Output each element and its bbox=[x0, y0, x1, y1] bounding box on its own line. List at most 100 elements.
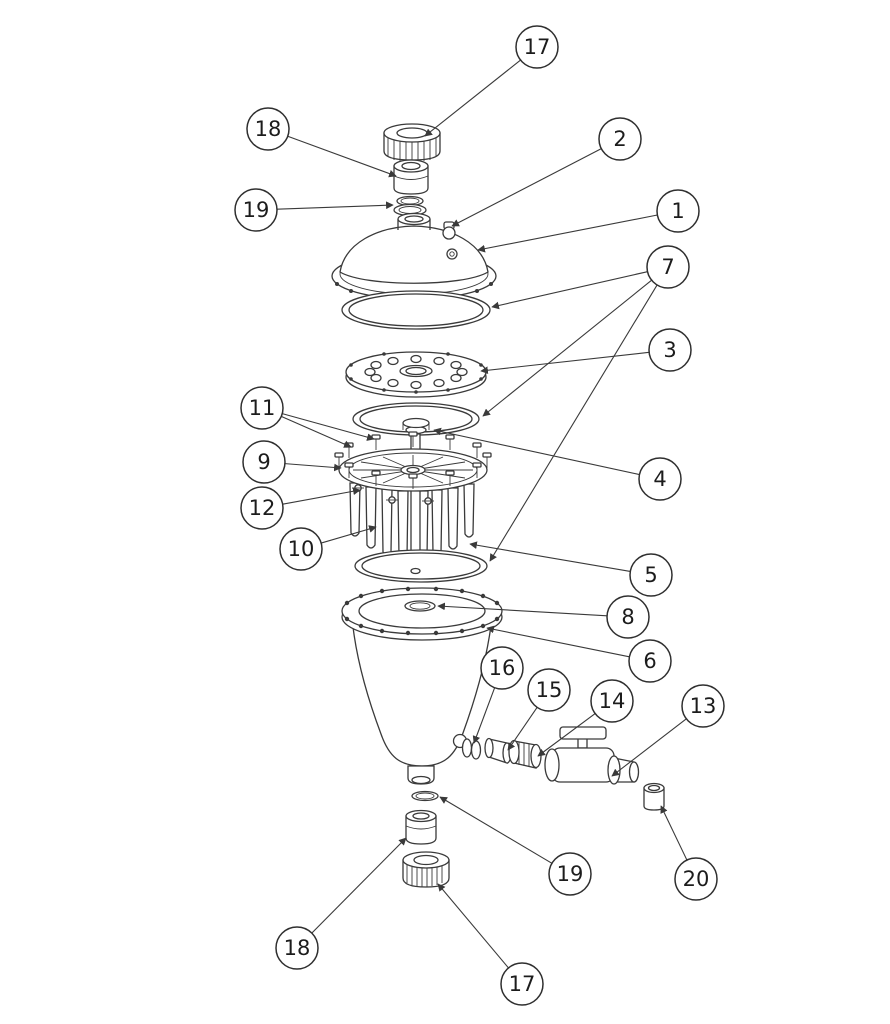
pipe-adapter bbox=[643, 782, 665, 811]
leader-line-18 bbox=[311, 837, 407, 934]
callout-label-8: 8 bbox=[621, 605, 634, 629]
callout-6: 6 bbox=[628, 639, 672, 683]
callout-12: 12 bbox=[240, 486, 284, 530]
callout-circle-16 bbox=[480, 646, 524, 690]
leader-line-7 bbox=[482, 279, 652, 417]
callout-circle-10 bbox=[279, 527, 323, 571]
callout-circle-8 bbox=[606, 595, 650, 639]
leader-line-17 bbox=[424, 59, 521, 137]
drain-bulkhead-gaskets bbox=[461, 738, 482, 760]
leader-lines bbox=[276, 59, 688, 969]
callout-label-19: 19 bbox=[243, 198, 270, 222]
callout-17: 17 bbox=[515, 25, 559, 69]
callout-label-17: 17 bbox=[524, 35, 551, 59]
callout-label-19: 19 bbox=[557, 862, 584, 886]
callout-label-12: 12 bbox=[249, 496, 276, 520]
parts-artwork bbox=[331, 123, 665, 888]
callout-label-6: 6 bbox=[643, 649, 656, 673]
leader-line-6 bbox=[486, 625, 630, 658]
callout-circle-18 bbox=[246, 107, 290, 151]
callout-circle-3 bbox=[648, 328, 692, 372]
callout-3: 3 bbox=[648, 328, 692, 372]
callout-label-14: 14 bbox=[599, 689, 626, 713]
callout-4: 4 bbox=[638, 457, 682, 501]
callout-circle-6 bbox=[628, 639, 672, 683]
callout-circle-9 bbox=[242, 440, 286, 484]
callout-circle-19 bbox=[548, 852, 592, 896]
callout-circle-2 bbox=[598, 117, 642, 161]
leader-line-2 bbox=[451, 148, 602, 227]
callout-16: 16 bbox=[480, 646, 524, 690]
callout-1: 1 bbox=[656, 189, 700, 233]
callout-10: 10 bbox=[279, 527, 323, 571]
leader-line-7 bbox=[491, 271, 648, 310]
standpipe-tip bbox=[410, 567, 421, 575]
callout-label-18: 18 bbox=[284, 936, 311, 960]
top-union-nut bbox=[383, 123, 441, 162]
top-manifold-plate bbox=[345, 351, 487, 398]
drain-union-nut bbox=[508, 739, 542, 769]
top-coupling bbox=[393, 159, 429, 195]
callout-7: 7 bbox=[646, 245, 690, 289]
callout-circle-18 bbox=[275, 926, 319, 970]
callout-circle-17 bbox=[515, 25, 559, 69]
callout-circle-4 bbox=[638, 457, 682, 501]
bottom-o-ring bbox=[411, 790, 439, 802]
callout-19: 19 bbox=[548, 852, 592, 896]
leader-line-16 bbox=[472, 687, 496, 744]
leader-line-18 bbox=[287, 135, 397, 178]
callout-19: 19 bbox=[234, 188, 278, 232]
lid-gasket bbox=[341, 290, 491, 330]
callout-label-9: 9 bbox=[257, 450, 270, 474]
leader-line-14 bbox=[537, 713, 596, 757]
callout-label-5: 5 bbox=[644, 563, 657, 587]
leader-line-7 bbox=[489, 284, 658, 562]
callout-circle-14 bbox=[590, 679, 634, 723]
ball-valve bbox=[544, 726, 640, 785]
bottom-union-nut bbox=[402, 851, 450, 888]
callout-5: 5 bbox=[629, 553, 673, 597]
callout-label-10: 10 bbox=[288, 537, 315, 561]
callout-14: 14 bbox=[590, 679, 634, 723]
filter-lid bbox=[331, 212, 497, 300]
bottom-coupling bbox=[405, 809, 437, 845]
callout-circle-12 bbox=[240, 486, 284, 530]
leader-line-15 bbox=[507, 707, 538, 751]
callout-15: 15 bbox=[527, 668, 571, 712]
callout-18: 18 bbox=[246, 107, 290, 151]
leader-line-3 bbox=[480, 351, 650, 375]
filter-tank bbox=[341, 586, 503, 785]
tank-gasket bbox=[354, 549, 488, 583]
leader-line-20 bbox=[660, 805, 688, 861]
callout-9: 9 bbox=[242, 440, 286, 484]
top-o-rings bbox=[393, 195, 427, 217]
leader-line-19 bbox=[276, 201, 394, 210]
callout-label-4: 4 bbox=[653, 467, 666, 491]
leader-line-12 bbox=[282, 487, 361, 505]
callout-circle-11 bbox=[240, 386, 284, 430]
callout-circle-13 bbox=[681, 684, 725, 728]
callout-13: 13 bbox=[681, 684, 725, 728]
callout-20: 20 bbox=[674, 857, 718, 901]
callout-circle-7 bbox=[646, 245, 690, 289]
drain-tailpiece bbox=[484, 737, 512, 764]
callout-label-7: 7 bbox=[661, 255, 674, 279]
leader-line-9 bbox=[284, 463, 342, 472]
leader-line-13 bbox=[611, 718, 687, 777]
callout-11: 11 bbox=[240, 386, 284, 430]
callout-2: 2 bbox=[598, 117, 642, 161]
leader-line-10 bbox=[320, 525, 377, 544]
leader-line-17 bbox=[437, 883, 509, 969]
callout-label-13: 13 bbox=[690, 694, 717, 718]
callout-circle-5 bbox=[629, 553, 673, 597]
callout-label-16: 16 bbox=[489, 656, 516, 680]
leader-line-19 bbox=[439, 796, 553, 864]
callout-label-17: 17 bbox=[509, 972, 536, 996]
callout-circle-20 bbox=[674, 857, 718, 901]
callout-label-20: 20 bbox=[683, 867, 710, 891]
leader-line-11 bbox=[281, 415, 352, 448]
callout-18: 18 bbox=[275, 926, 319, 970]
callout-circle-1 bbox=[656, 189, 700, 233]
